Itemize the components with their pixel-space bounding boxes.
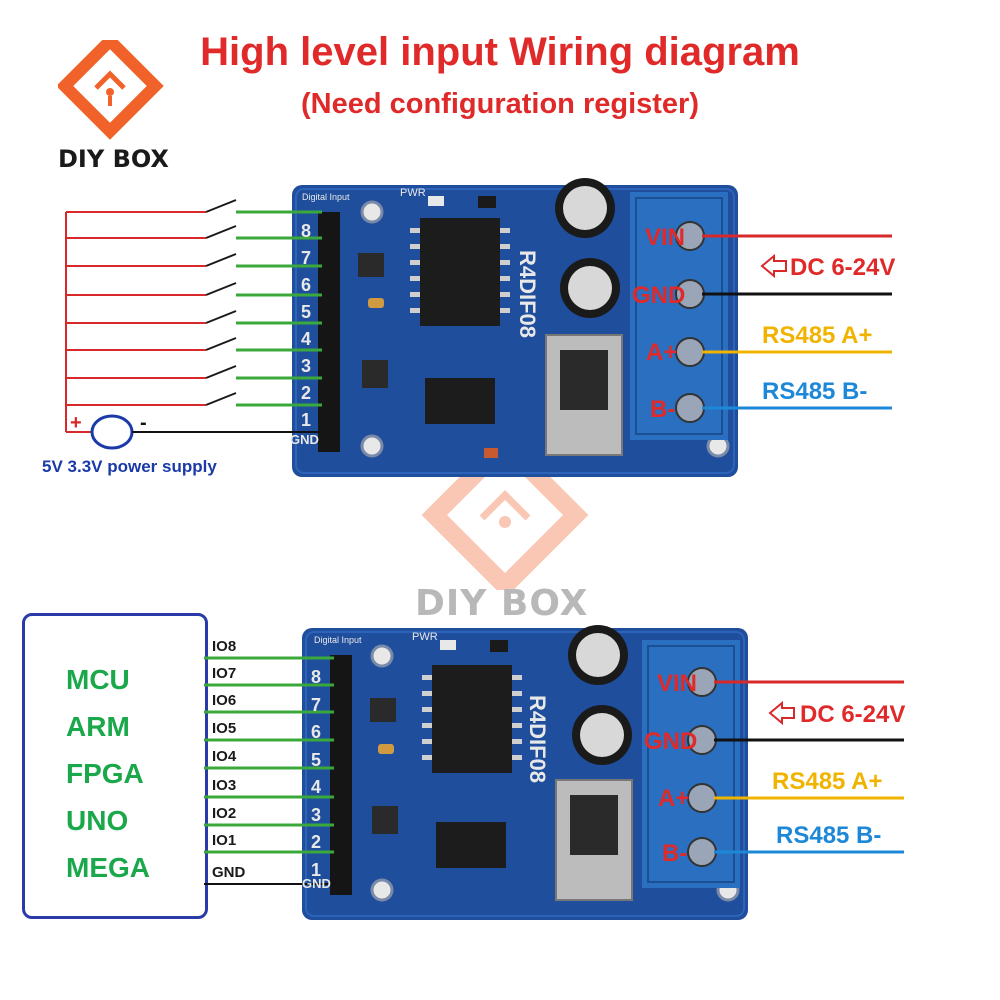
mcu-list: MCU ARM FPGA UNO MEGA — [66, 656, 150, 891]
diagram-title: High level input Wiring diagram — [200, 30, 800, 74]
bottom-digital-input-label: Digital Input — [314, 635, 362, 645]
bottom-rs485-b-label: RS485 B- — [776, 822, 882, 849]
watermark-logo-icon — [420, 431, 590, 599]
top-digital-input-label: Digital Input — [302, 192, 350, 202]
mcu-item: MEGA — [66, 852, 150, 883]
top-terminal-a: A+ — [646, 339, 678, 366]
top-switches — [205, 199, 237, 406]
mcu-item: ARM — [66, 711, 130, 742]
top-pin-gnd: GND — [290, 432, 319, 447]
top-dc-label: DC 6-24V — [790, 254, 896, 281]
top-minus-sign: - — [140, 412, 147, 434]
top-dc-arrow-icon — [760, 253, 787, 279]
bottom-terminal-b: B- — [662, 840, 688, 867]
top-terminal-vin: VIN — [645, 224, 686, 251]
io-label: IO8 — [212, 638, 237, 655]
io-label: IO1 — [212, 832, 237, 849]
logo-text: DIY BOX — [58, 145, 169, 173]
top-pwr-label: PWR — [400, 187, 426, 199]
io-label: IO7 — [212, 665, 237, 682]
io-label: IO4 — [212, 748, 237, 765]
io-label: IO2 — [212, 805, 237, 822]
bottom-rs485-a-label: RS485 A+ — [772, 768, 883, 795]
bottom-dc-arrow-icon — [768, 700, 795, 726]
bottom-dc-label: DC 6-24V — [800, 701, 906, 728]
top-power-supply-label: 5V 3.3V power supply — [42, 457, 217, 476]
bottom-board-model: R4DIF08 — [525, 695, 550, 783]
top-rs485-a-label: RS485 A+ — [762, 322, 873, 349]
bottom-terminal-gnd: GND — [644, 728, 698, 755]
mcu-item: UNO — [66, 805, 129, 836]
top-board: R4DIF08 Digital Input PWR — [292, 178, 738, 477]
mcu-item: MCU — [66, 664, 130, 695]
top-red-wires — [65, 211, 206, 433]
bottom-terminal-a: A+ — [658, 785, 690, 812]
mcu-box — [22, 613, 208, 919]
top-terminal-b: B- — [650, 396, 676, 423]
io-label: IO3 — [212, 777, 237, 794]
io-label: IO5 — [212, 720, 237, 737]
mcu-item: FPGA — [66, 758, 144, 789]
top-green-wires — [236, 210, 322, 407]
top-plus-sign: + — [70, 412, 82, 434]
diagram-subtitle: (Need configuration register) — [301, 88, 699, 120]
watermark-text: DIY BOX — [415, 583, 589, 624]
top-rs485-b-label: RS485 B- — [762, 378, 868, 405]
top-terminal-gnd: GND — [632, 282, 686, 309]
bottom-green-wires — [204, 656, 334, 854]
top-board-model: R4DIF08 — [515, 250, 540, 338]
diy-box-logo-icon — [56, 32, 168, 140]
io-label-gnd: GND — [212, 864, 246, 881]
bottom-board: R4DIF08 Digital Input PWR — [302, 625, 748, 920]
bottom-pin-gnd: GND — [302, 876, 331, 891]
io-label: IO6 — [212, 692, 237, 709]
bottom-pwr-label: PWR — [412, 631, 438, 643]
bottom-terminal-vin: VIN — [657, 670, 698, 697]
